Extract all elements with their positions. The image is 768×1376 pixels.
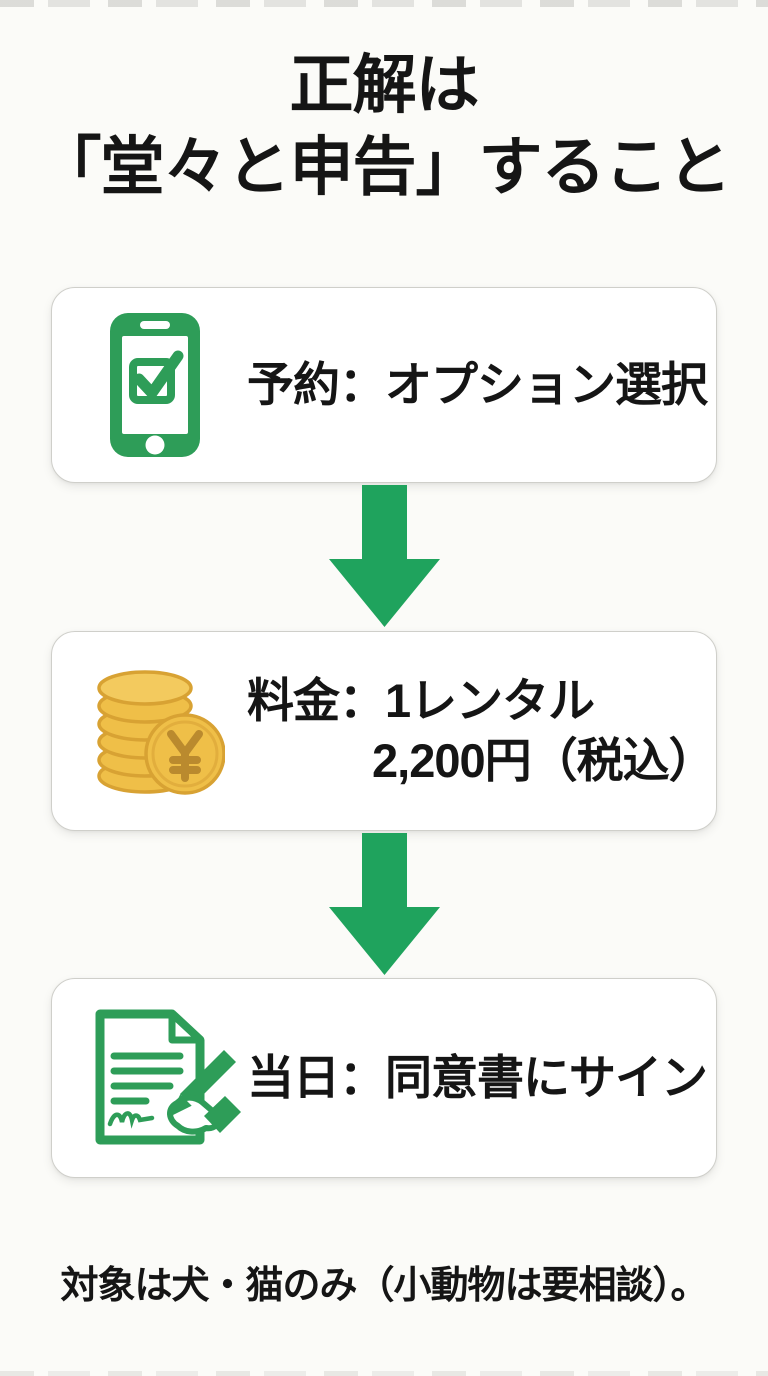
- step-label-price-line2: 2,200円（税込）: [372, 733, 716, 787]
- signature-document-icon: [52, 1008, 247, 1147]
- top-edge-artifact: [0, 0, 768, 7]
- step-label-reservation: 予約：オプション選択: [247, 357, 708, 411]
- down-arrow-icon: [328, 832, 440, 975]
- step-label-signature: 当日：同意書にサイン: [247, 1050, 708, 1104]
- coins-yen-icon: [52, 664, 247, 798]
- page-title: 正解は 「堂々と申告」すること: [0, 0, 768, 209]
- step-label-price: 料金：1レンタル 2,200円（税込）: [247, 671, 716, 790]
- bottom-edge-artifact: [0, 1371, 768, 1376]
- title-line-2: 「堂々と申告」すること: [37, 130, 732, 203]
- step-card-reservation: 予約：オプション選択: [51, 286, 717, 483]
- title-line-1: 正解は: [289, 49, 480, 121]
- step-label-price-line1: 料金：1レンタル: [247, 674, 595, 728]
- phone-check-icon: [52, 311, 247, 459]
- footer-note: 対象は犬・猫のみ（小動物は要相談）。: [60, 1264, 708, 1307]
- step-card-price: 料金：1レンタル 2,200円（税込）: [51, 630, 717, 831]
- step-card-signature: 当日：同意書にサイン: [51, 977, 717, 1178]
- down-arrow-icon: [328, 484, 440, 627]
